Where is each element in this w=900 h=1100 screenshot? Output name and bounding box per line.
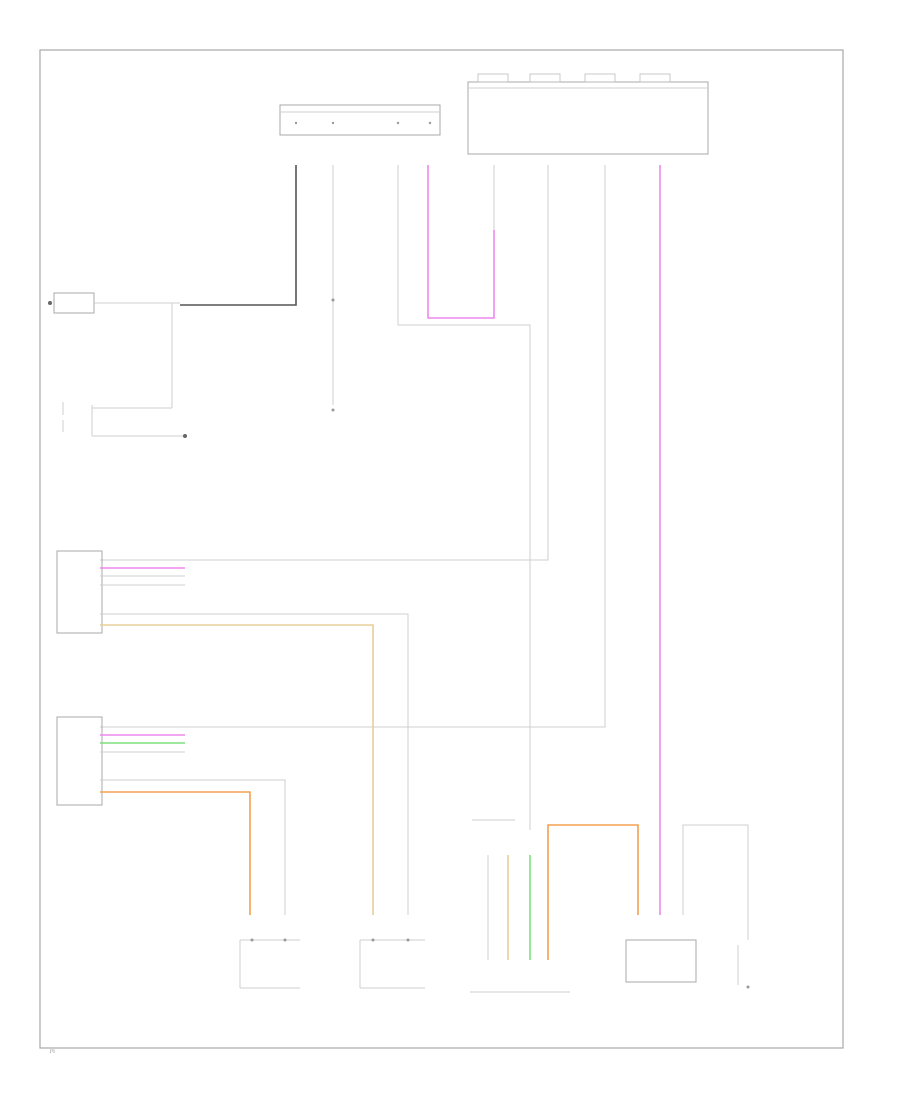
relay-module-bottom-right	[625, 824, 749, 983]
relay-left-lower	[62, 402, 187, 438]
connector-top-center	[279, 104, 441, 136]
seat-heater-switch-right	[56, 716, 286, 915]
seat-heater-bottom-left	[239, 938, 300, 989]
diagram-frame	[39, 49, 844, 1049]
seat-heater-switch-left	[56, 550, 409, 915]
seat-heater-bottom-mid	[359, 938, 425, 989]
junction-block-top-left	[48, 292, 180, 409]
control-module-bottom	[470, 819, 639, 993]
top-wires	[100, 165, 661, 915]
ground-point	[737, 945, 750, 989]
footer-code: [?]	[50, 1048, 54, 1053]
fuse-block-top-right	[467, 73, 709, 155]
